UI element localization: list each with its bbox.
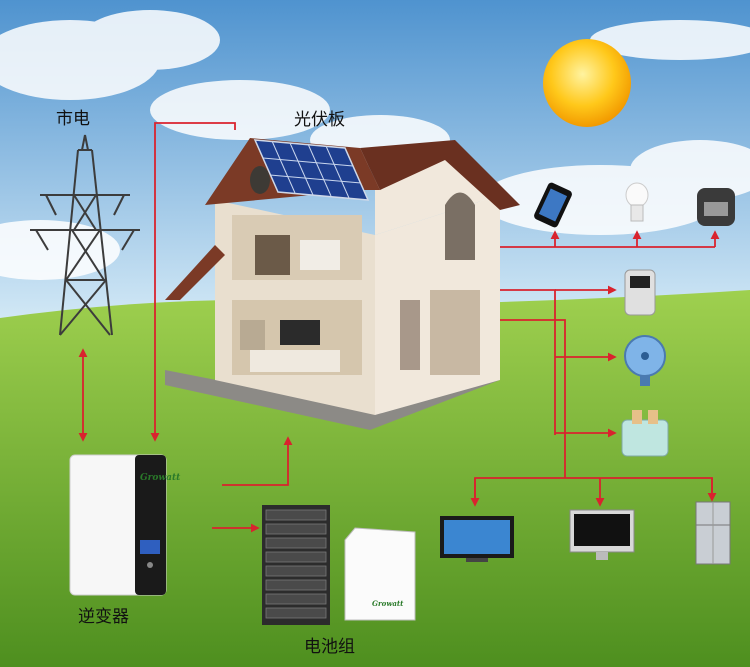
inverter-icon [69, 454, 167, 596]
battery-label: 电池组 [304, 637, 355, 657]
battery-brand-logo: Growatt [372, 599, 404, 608]
inverter-label: 逆变器 [78, 607, 129, 627]
inverter-brand-logo: Growatt [140, 473, 181, 483]
solar-panel-label: 光伏板 [294, 110, 345, 130]
light-bulb-icon [625, 182, 649, 222]
computer-monitor-icon [569, 509, 635, 560]
smartphone-icon [534, 182, 572, 228]
wiring [78, 122, 720, 533]
battery-wall-unit-icon [344, 527, 416, 621]
rice-cooker-icon [697, 188, 735, 226]
battery-rack-icon [262, 505, 330, 625]
clouds [0, 10, 750, 280]
sun [543, 39, 631, 127]
refrigerator-icon [695, 501, 731, 565]
grid-label: 市电 [56, 109, 90, 129]
solar-panel-icon [253, 139, 370, 201]
roof-right [360, 140, 520, 210]
coffee-maker-icon [624, 269, 656, 316]
television-icon [440, 516, 514, 562]
electric-fan-icon [624, 335, 666, 386]
wire-inverter-house [222, 436, 293, 486]
power-tower-icon [30, 134, 140, 336]
toaster-icon [621, 410, 669, 457]
wire-solar-inverter [150, 122, 236, 442]
house [165, 138, 520, 430]
